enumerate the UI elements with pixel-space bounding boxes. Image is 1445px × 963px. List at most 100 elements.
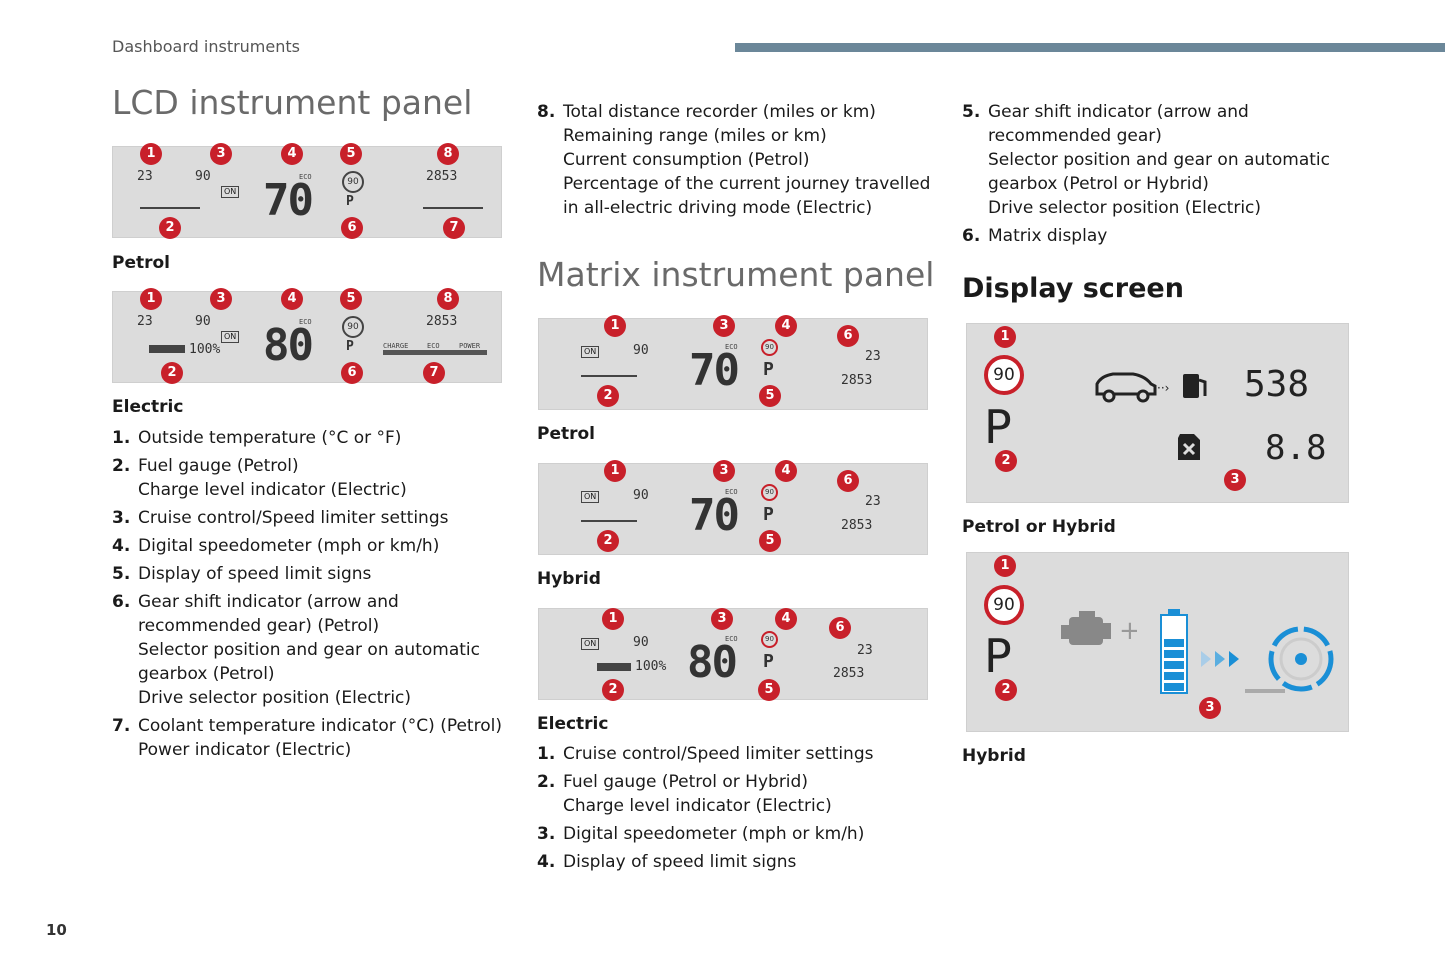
gear-indicator: P — [984, 629, 1012, 683]
cruise-speed: 90 — [195, 169, 211, 184]
energy-flow-arrows-icon — [1201, 651, 1239, 667]
list-item: 1.Outside temperature (°C or °F) — [112, 428, 402, 448]
matrix-petrol-caption: Petrol — [537, 424, 596, 444]
list-item: 8.Total distance recorder (miles or km)R… — [537, 102, 931, 218]
speed-limit-sign: 90 — [342, 171, 364, 193]
callout-7: 7 — [443, 217, 465, 239]
callout-5: 5 — [759, 385, 781, 407]
lcd-electric-caption: Electric — [112, 397, 184, 417]
eco-label: ECO — [299, 173, 312, 181]
speed-limit-sign: 90 — [761, 339, 778, 356]
cruise-on-indicator: ON — [221, 186, 240, 198]
battery-icon — [1160, 609, 1188, 694]
fuel-can-icon — [1178, 434, 1200, 460]
gear-indicator: P — [763, 359, 774, 380]
list-item: 1.Cruise control/Speed limiter settings — [537, 744, 874, 764]
coolant-gauge — [423, 207, 483, 209]
list-item: 3.Cruise control/Speed limiter settings — [112, 508, 449, 528]
callout-8: 8 — [437, 143, 459, 165]
gear-indicator: P — [763, 504, 774, 525]
callout-2: 2 — [602, 679, 624, 701]
display-screen-petrol-hybrid: 1 90 P 2 ··› 538 8.8 3 — [966, 323, 1349, 503]
list-item: 4.Display of speed limit signs — [537, 852, 797, 872]
cruise-on-indicator: ON — [581, 638, 600, 650]
callout-3: 3 — [713, 460, 735, 482]
gear-indicator: P — [346, 339, 354, 354]
cruise-on-indicator: ON — [581, 346, 600, 358]
lcd-petrol-panel: 1 3 4 5 8 2 6 7 23 90 ON ECO 70 90 P 285… — [112, 143, 502, 239]
charge-level-bar — [149, 345, 185, 353]
matrix-hybrid-panel: 1 3 4 6 2 5 ON 90 ECO 70 90 P 23 2853 — [538, 460, 928, 555]
callout-2: 2 — [597, 385, 619, 407]
outside-temp: 23 — [865, 349, 881, 364]
engine-icon: + — [1061, 611, 1137, 646]
list-item: 7.Coolant temperature indicator (°C) (Pe… — [112, 716, 502, 760]
callout-1: 1 — [994, 326, 1016, 348]
callout-2: 2 — [597, 530, 619, 552]
power-label-charge: CHARGE — [383, 342, 409, 350]
gear-indicator: P — [984, 400, 1012, 454]
digital-speed: 70 — [263, 175, 314, 226]
list-item: 2.Fuel gauge (Petrol or Hybrid)Charge le… — [537, 772, 832, 816]
charge-percent: 100% — [189, 342, 221, 357]
hybrid-caption: Hybrid — [962, 746, 1026, 766]
list-item: 4.Digital speedometer (mph or km/h) — [112, 536, 440, 556]
display-screen-title: Display screen — [962, 273, 1184, 304]
charge-percent: 100% — [635, 659, 667, 674]
callout-4: 4 — [775, 608, 797, 630]
callout-6: 6 — [829, 617, 851, 639]
matrix-title: Matrix instrument panel — [537, 255, 935, 294]
callout-1: 1 — [604, 460, 626, 482]
callout-6: 6 — [837, 325, 859, 347]
callout-5: 5 — [340, 288, 362, 310]
callout-1: 1 — [602, 608, 624, 630]
matrix-electric-caption: Electric — [537, 714, 609, 734]
lcd-legend-list: 1.Outside temperature (°C or °F) 2.Fuel … — [112, 426, 512, 766]
callout-1: 1 — [140, 288, 162, 310]
gear-indicator: P — [763, 651, 774, 672]
matrix-petrol-panel: 1 3 4 6 2 5 ON 90 ECO 70 90 P 23 2853 — [538, 315, 928, 410]
list-item: 5.Display of speed limit signs — [112, 564, 372, 584]
item-8-list: 8.Total distance recorder (miles or km)R… — [537, 100, 937, 224]
speed-limit-sign: 90 — [984, 355, 1024, 395]
odometer: 2853 — [426, 169, 458, 184]
callout-2: 2 — [995, 679, 1017, 701]
lcd-title: LCD instrument panel — [112, 83, 473, 122]
callout-5: 5 — [340, 143, 362, 165]
petrol-hybrid-caption: Petrol or Hybrid — [962, 517, 1116, 537]
list-item: 6.Matrix display — [962, 226, 1108, 246]
callout-6: 6 — [341, 362, 363, 384]
callout-3: 3 — [1199, 697, 1221, 719]
odometer: 2853 — [841, 518, 873, 533]
list-item: 3.Digital speedometer (mph or km/h) — [537, 824, 865, 844]
charge-level-bar — [597, 663, 631, 671]
odometer: 2853 — [833, 666, 865, 681]
range-car-to-fuel-icon: ··› — [1095, 372, 1207, 403]
lcd-electric-panel: 1 3 4 5 8 2 6 7 23 90 ON ECO 80 90 P 285… — [112, 288, 502, 384]
lcd-petrol-caption: Petrol — [112, 253, 171, 273]
section-header: Dashboard instruments — [112, 37, 300, 56]
fuel-gauge — [140, 207, 200, 209]
callout-6: 6 — [341, 217, 363, 239]
callout-8: 8 — [437, 288, 459, 310]
odometer: 2853 — [841, 373, 873, 388]
cruise-on-indicator: ON — [221, 331, 240, 343]
callout-4: 4 — [281, 143, 303, 165]
eco-label: ECO — [299, 318, 312, 326]
speed-limit-sign: 90 — [984, 585, 1024, 625]
callout-5: 5 — [758, 679, 780, 701]
outside-temp: 23 — [137, 169, 153, 184]
cruise-on-indicator: ON — [581, 491, 600, 503]
callout-4: 4 — [281, 288, 303, 310]
list-item: 2.Fuel gauge (Petrol)Charge level indica… — [112, 456, 407, 500]
fuel-gauge — [581, 520, 637, 522]
eco-label: ECO — [725, 343, 738, 351]
page-number: 10 — [46, 921, 67, 939]
matrix-legend-list: 1.Cruise control/Speed limiter settings … — [537, 742, 937, 878]
matrix-hybrid-caption: Hybrid — [537, 569, 601, 589]
svg-text:+: + — [1119, 616, 1137, 646]
callout-3: 3 — [210, 143, 232, 165]
